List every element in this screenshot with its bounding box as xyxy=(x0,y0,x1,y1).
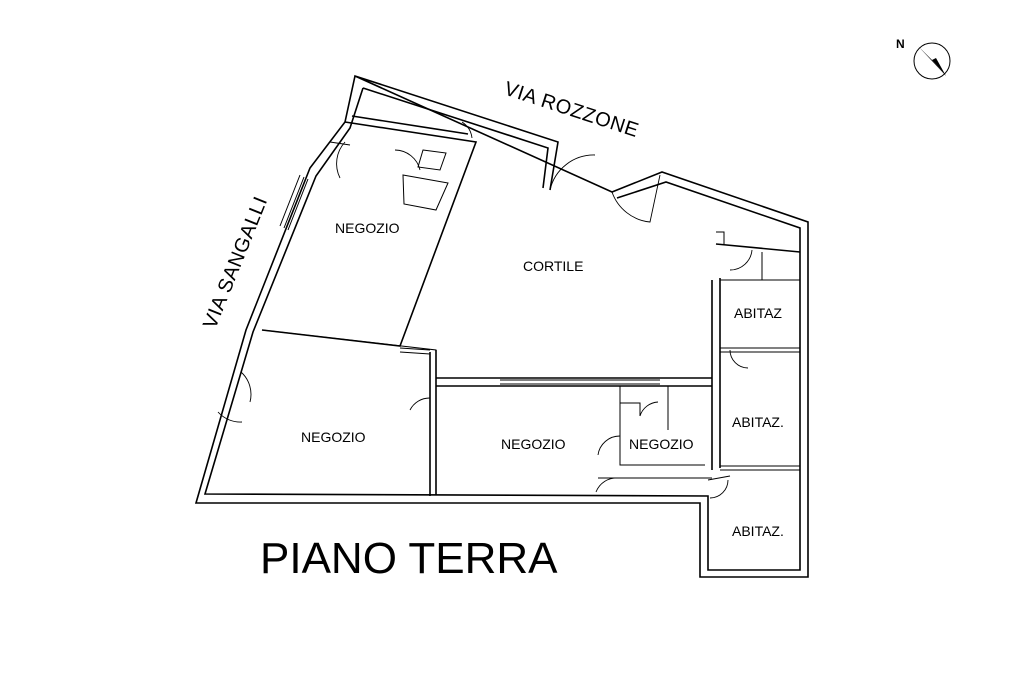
upper-shop-walls xyxy=(261,115,478,382)
room-label-negozio-upper: NEGOZIO xyxy=(335,220,400,236)
room-label-abitaz-1: ABITAZ xyxy=(734,305,782,321)
right-column-walls xyxy=(707,231,801,481)
room-label-abitaz-2: ABITAZ. xyxy=(732,414,784,430)
page-title: PIANO TERRA xyxy=(260,534,558,583)
room-label-abitaz-3: ABITAZ. xyxy=(732,523,784,539)
north-label: N xyxy=(896,37,905,51)
room-label-negozio-lower-left: NEGOZIO xyxy=(301,429,366,445)
north-arrow-icon: N xyxy=(896,37,951,80)
outer-walls xyxy=(194,74,809,578)
room-label-negozio-lower-mid: NEGOZIO xyxy=(501,436,566,452)
room-label-cortile: CORTILE xyxy=(523,258,583,274)
windows xyxy=(279,174,660,385)
door-swings xyxy=(217,121,753,499)
lower-walls xyxy=(429,278,721,496)
street-label-via-rozzone: VIA ROZZONE xyxy=(501,78,641,142)
room-label-negozio-small: NEGOZIO xyxy=(629,436,694,452)
